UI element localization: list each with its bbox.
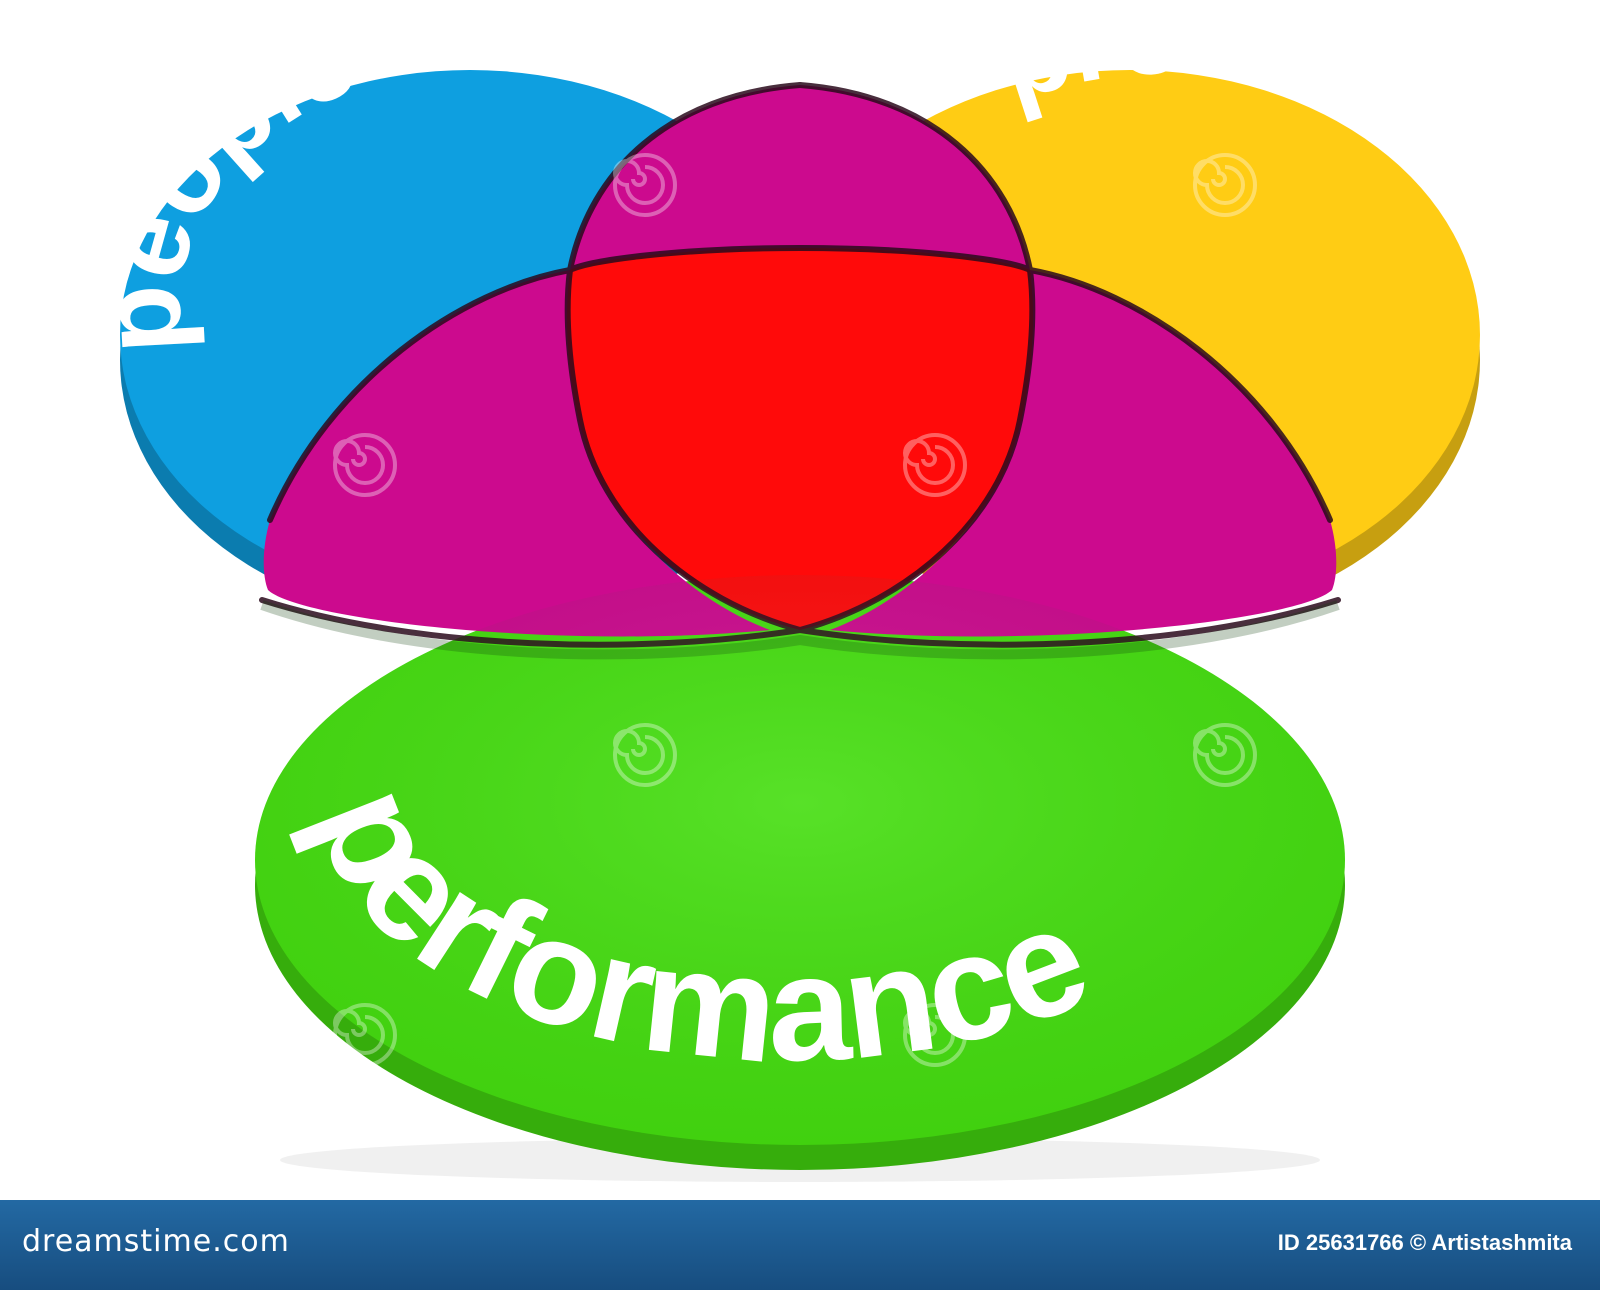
triple-overlap bbox=[567, 248, 1033, 630]
spiral-logo-icon bbox=[1190, 720, 1260, 790]
spiral-logo-icon bbox=[1480, 430, 1550, 500]
spiral-logo-icon bbox=[60, 150, 130, 220]
spiral-logo-icon bbox=[1480, 1000, 1550, 1070]
venn-diagram: people process performance bbox=[120, 70, 1480, 1182]
spiral-logo-icon bbox=[610, 720, 680, 790]
spiral-logo-icon bbox=[50, 720, 120, 790]
people-process-overlap bbox=[570, 85, 1030, 270]
spiral-logo-icon bbox=[900, 430, 970, 500]
performance-shading bbox=[255, 575, 1345, 1145]
footer-bar: dreamstime.com ID 25631766 © Artistashmi… bbox=[0, 1200, 1600, 1290]
spiral-logo-icon bbox=[1190, 150, 1260, 220]
overlap-group bbox=[259, 82, 1341, 660]
spiral-logo-icon bbox=[610, 150, 680, 220]
footer-brand: dreamstime.com bbox=[22, 1224, 290, 1259]
spiral-logo-icon bbox=[900, 1000, 970, 1070]
footer-credit: ID 25631766 © Artistashmita bbox=[1277, 1230, 1572, 1255]
spiral-logo-icon bbox=[330, 430, 400, 500]
spiral-logo-icon bbox=[330, 1000, 400, 1070]
